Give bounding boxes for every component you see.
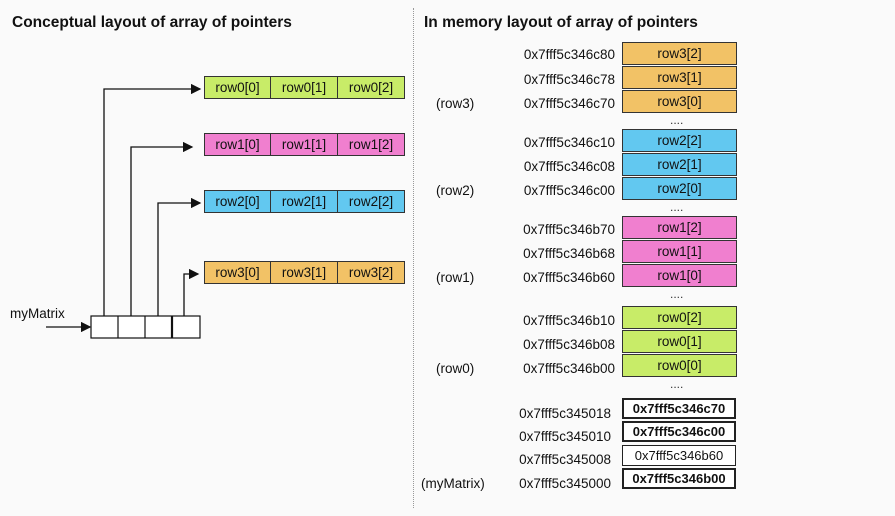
cell-row2-0: row2[0] xyxy=(204,190,271,213)
group-label-row2: (row2) xyxy=(436,183,475,198)
group-label-row3: (row3) xyxy=(436,96,475,111)
memory-cell: row0[0] xyxy=(622,354,737,377)
memory-cell: row0[2] xyxy=(622,306,737,329)
ellipsis: .... xyxy=(670,113,684,127)
address-label: 0x7fff5c346c70 xyxy=(523,96,615,111)
mymatrix-label: myMatrix xyxy=(10,306,65,321)
address-label: 0x7fff5c346b00 xyxy=(523,361,615,376)
cell-row0-1: row0[1] xyxy=(270,76,338,99)
ellipsis: .... xyxy=(670,377,684,391)
pointer-value: 0x7fff5c346c70 xyxy=(622,398,736,419)
pointer-value: 0x7fff5c346b00 xyxy=(622,468,736,489)
address-label: 0x7fff5c345008 xyxy=(519,452,611,467)
cell-row0-0: row0[0] xyxy=(204,76,271,99)
cell-row3-2: row3[2] xyxy=(337,261,405,284)
pointer-array xyxy=(90,315,201,339)
memory-cell: row0[1] xyxy=(622,330,737,353)
memory-cell: row1[0] xyxy=(622,264,737,287)
pointer-value: 0x7fff5c346b60 xyxy=(622,445,736,466)
arrow-row1 xyxy=(130,141,194,316)
ellipsis: .... xyxy=(670,200,684,214)
address-label: 0x7fff5c346b60 xyxy=(523,270,615,285)
address-label: 0x7fff5c345000 xyxy=(519,476,611,491)
memory-cell: row2[1] xyxy=(622,153,737,176)
memory-cell: row3[1] xyxy=(622,66,737,89)
address-label: 0x7fff5c346b70 xyxy=(523,222,615,237)
address-label: 0x7fff5c345010 xyxy=(519,429,611,444)
cell-row1-1: row1[1] xyxy=(270,133,338,156)
memory-cell: row3[2] xyxy=(622,42,737,65)
address-label: 0x7fff5c346c78 xyxy=(523,72,615,87)
memory-cell: row2[0] xyxy=(622,177,737,200)
memory-title: In memory layout of array of pointers xyxy=(424,14,698,31)
memory-cell: row3[0] xyxy=(622,90,737,113)
cell-row0-2: row0[2] xyxy=(337,76,405,99)
cell-row2-2: row2[2] xyxy=(337,190,405,213)
group-label-row0: (row0) xyxy=(436,361,475,376)
section-divider xyxy=(413,8,414,508)
memory-cell: row1[1] xyxy=(622,240,737,263)
ellipsis: .... xyxy=(670,287,684,301)
address-label: 0x7fff5c346c00 xyxy=(523,183,615,198)
address-label: 0x7fff5c346b10 xyxy=(523,313,615,328)
address-label: 0x7fff5c345018 xyxy=(519,406,611,421)
arrow-row0 xyxy=(103,83,202,316)
cell-row3-1: row3[1] xyxy=(270,261,338,284)
cell-row1-0: row1[0] xyxy=(204,133,271,156)
address-label: 0x7fff5c346c10 xyxy=(523,135,615,150)
pointer-value: 0x7fff5c346c00 xyxy=(622,421,736,442)
address-label: 0x7fff5c346b68 xyxy=(523,246,615,261)
arrow-row3 xyxy=(183,268,200,316)
address-label: 0x7fff5c346b08 xyxy=(523,337,615,352)
cell-row2-1: row2[1] xyxy=(270,190,338,213)
address-label: 0x7fff5c346c80 xyxy=(523,47,615,62)
cell-row3-0: row3[0] xyxy=(204,261,271,284)
conceptual-title: Conceptual layout of array of pointers xyxy=(12,14,292,31)
cell-row1-2: row1[2] xyxy=(337,133,405,156)
group-label-row1: (row1) xyxy=(436,270,475,285)
memory-cell: row2[2] xyxy=(622,129,737,152)
memory-cell: row1[2] xyxy=(622,216,737,239)
address-label: 0x7fff5c346c08 xyxy=(523,159,615,174)
arrow-row2 xyxy=(157,197,202,316)
group-label-mymatrix: (myMatrix) xyxy=(421,476,485,491)
